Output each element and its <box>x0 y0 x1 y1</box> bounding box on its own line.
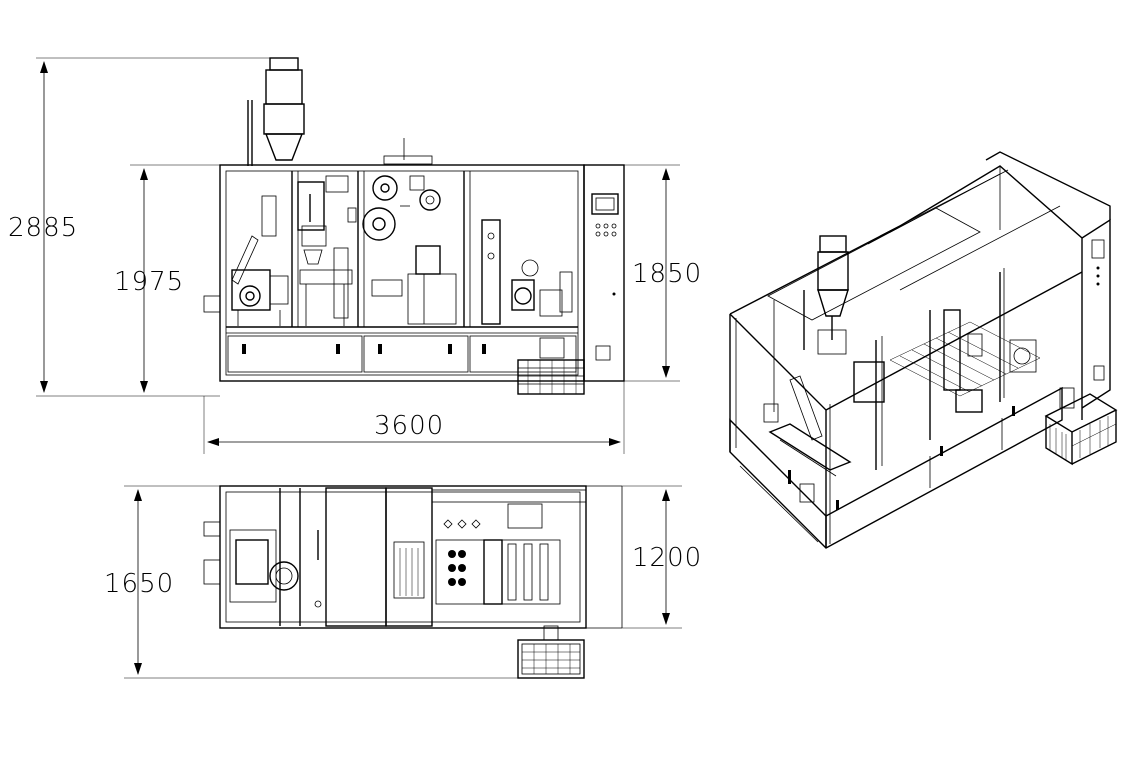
dim-plan-body-depth: 1200 <box>632 543 702 573</box>
dim-panel-height: 1850 <box>632 259 702 289</box>
film-reel-station <box>362 175 457 325</box>
station-4-mechanism <box>481 219 573 325</box>
hopper-loader <box>247 57 433 166</box>
dim-overall-width: 3600 <box>374 411 444 441</box>
plan-crate <box>517 625 585 679</box>
plan-frame <box>219 485 587 629</box>
iso-internal-mechanism <box>763 309 1041 503</box>
plan-view <box>203 485 623 679</box>
dim-overall-height: 2885 <box>8 213 78 243</box>
station-2-mechanism <box>297 175 357 326</box>
plan-left-mechanism <box>203 521 322 608</box>
iso-hopper <box>803 235 849 350</box>
station-1-mechanism <box>231 195 289 326</box>
plan-dimensions: 1650 1200 <box>104 485 702 679</box>
control-panel <box>583 164 625 382</box>
isometric-view <box>729 151 1118 549</box>
front-dimensions: 2885 1975 1850 3600 <box>8 57 702 454</box>
front-frame <box>219 164 585 382</box>
iso-crate <box>1044 387 1118 466</box>
dim-plan-depth: 1650 <box>104 569 174 599</box>
cabinet-doors <box>227 335 577 373</box>
dim-frame-height: 1975 <box>114 267 184 297</box>
output-crate <box>517 337 585 395</box>
plan-right-mechanism <box>393 503 561 605</box>
front-elevation-view <box>203 57 625 395</box>
